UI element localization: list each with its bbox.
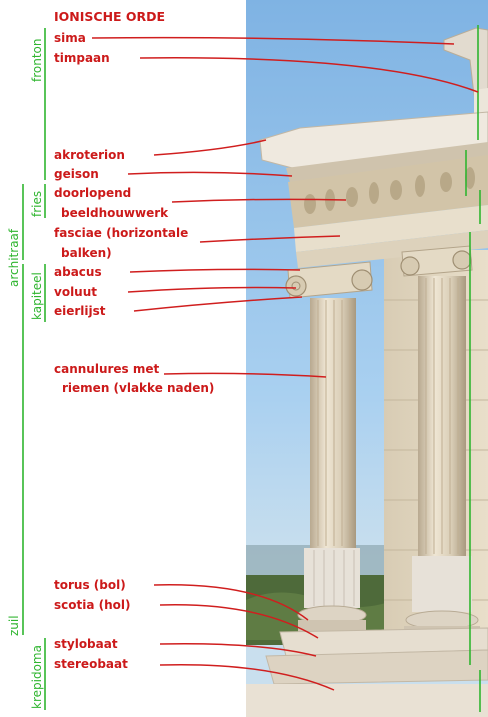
label-doorlopend-line2: beeldhouwwerk — [61, 206, 169, 220]
pointer-cannulures — [163, 372, 327, 378]
group-label-zuil: zuil — [7, 615, 21, 636]
group-label-fronton: fronton — [30, 38, 44, 83]
label-timpaan: timpaan — [54, 51, 110, 65]
group-label-krepidoma: krepidoma — [30, 645, 44, 709]
pointer-akroterion — [153, 139, 267, 156]
group-label-kapiteel: kapiteel — [30, 272, 44, 320]
label-doorlopend-line1: doorlopend — [54, 186, 132, 200]
label-torus: torus (bol) — [54, 578, 126, 592]
label-cannulures-line2: riemen (vlakke naden) — [62, 381, 215, 395]
stereobate-step — [265, 649, 488, 685]
ground — [246, 684, 488, 717]
label-stereobaat: stereobaat — [54, 657, 128, 671]
scotia-left — [298, 620, 366, 632]
column-right-lower — [412, 556, 472, 612]
right-brackets — [465, 25, 481, 712]
pointer-abacus — [129, 268, 301, 273]
label-abacus: abacus — [54, 265, 102, 279]
diagram-title: IONISCHE ORDE — [54, 9, 166, 24]
fascia-1 — [294, 205, 488, 252]
volute-left — [285, 275, 307, 297]
stylobate-step — [279, 627, 488, 657]
column-left-fluting — [317, 300, 351, 546]
label-scotia: scotia (hol) — [54, 598, 131, 612]
fascia-2 — [296, 230, 488, 268]
pointer-stereobaat — [159, 663, 335, 691]
label-sima: sima — [54, 31, 86, 45]
label-cannulures-line1: cannulures met — [54, 362, 160, 376]
label-geison: geison — [54, 167, 99, 181]
pointer-fasciae — [199, 235, 341, 243]
pointer-stylobaat — [159, 643, 317, 657]
label-akroterion: akroterion — [54, 148, 125, 162]
label-stylobaat: stylobaat — [54, 637, 118, 651]
pointer-timpaan — [139, 57, 479, 93]
temple-photo — [246, 0, 488, 717]
pointer-eierlijst — [133, 296, 303, 312]
pointer-lines — [91, 36, 479, 691]
label-eierlijst: eierlijst — [54, 304, 106, 318]
pointer-sima — [91, 36, 455, 45]
volute-right — [351, 269, 373, 291]
group-label-fries: fries — [30, 190, 44, 217]
pointer-scotia — [159, 604, 319, 639]
frieze-band — [288, 155, 488, 228]
group-brackets — [22, 28, 46, 710]
column-left-lower — [304, 548, 360, 608]
pointer-fries — [171, 198, 347, 203]
pointer-voluut — [127, 286, 297, 293]
label-voluut: voluut — [54, 285, 98, 299]
pointer-torus — [153, 584, 309, 621]
label-fasciae-line2: balken) — [61, 246, 112, 260]
group-label-architraaf: architraaf — [7, 228, 21, 287]
pointer-geison — [127, 171, 293, 177]
geison-underside — [286, 142, 488, 182]
label-fasciae-line1: fasciae (horizontale — [54, 226, 189, 240]
column-left-shaft — [310, 298, 356, 548]
